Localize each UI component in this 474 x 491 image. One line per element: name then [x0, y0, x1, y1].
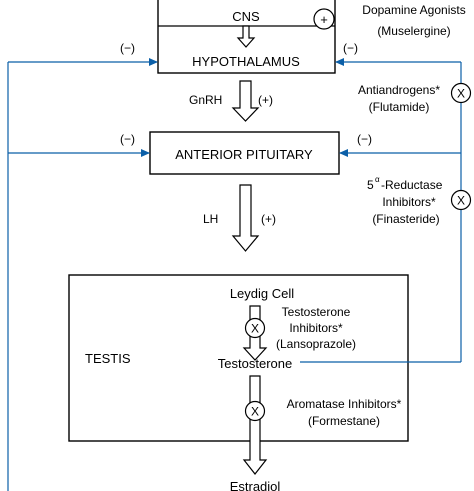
- antiandrogen-block-icon: [450, 82, 472, 104]
- lh-sign: (+): [261, 212, 276, 226]
- testis-label: TESTIS: [85, 351, 131, 366]
- reductase-block-icon: [450, 189, 472, 211]
- lh-arrow: [231, 184, 260, 252]
- reductase-block-symbol: X: [457, 194, 465, 208]
- left-feedback-hypothalamus-sign: (−): [120, 41, 135, 55]
- lh-label: LH: [203, 212, 218, 226]
- hypothalamus-label: HYPOTHALAMUS: [192, 54, 300, 69]
- cns-to-hypothalamus-arrow: [236, 25, 256, 48]
- antiandrogens-drug: (Flutamide): [369, 100, 430, 114]
- testosterone-inhibitors-drug: (Lansoprazole): [276, 337, 356, 351]
- aromatase-inhibitors-drug: (Formestane): [308, 414, 380, 428]
- right-feedback-pituitary-sign: (−): [357, 132, 372, 146]
- testosterone-to-estradiol-arrow: [242, 375, 268, 475]
- dopamine-agonists-drug: (Muselergine): [377, 24, 450, 38]
- gnrh-label: GnRH: [189, 93, 222, 107]
- plus-symbol: +: [320, 12, 328, 27]
- reductase-label: -Reductase: [381, 178, 443, 192]
- aromatase-block-symbol: X: [251, 405, 259, 419]
- cns-label: CNS: [232, 9, 260, 24]
- reductase-5: 5: [367, 178, 374, 192]
- testis-box: [68, 274, 409, 442]
- testosterone-block-icon: [244, 317, 266, 339]
- antiandrogens-label: Antiandrogens*: [358, 83, 440, 97]
- gnrh-arrow: [231, 80, 260, 122]
- aromatase-block-icon: [244, 400, 266, 422]
- dopamine-agonists-label: Dopamine Agonists: [362, 3, 465, 17]
- right-feedback-hypothalamus-sign: (−): [343, 41, 358, 55]
- anterior-pituitary-label: ANTERIOR PITUITARY: [175, 147, 313, 162]
- testosterone-inhibitors-line2: Inhibitors*: [289, 321, 343, 335]
- estradiol-label: Estradiol: [230, 479, 281, 491]
- testosterone-inhibitors-line1: Testosterone: [282, 305, 351, 319]
- reductase-inhibitors-drug: (Finasteride): [372, 212, 439, 226]
- gnrh-sign: (+): [258, 93, 273, 107]
- leydig-cell-label: Leydig Cell: [230, 286, 294, 301]
- reductase-alpha-superscript: α: [375, 175, 380, 184]
- reductase-inhibitors-label: Inhibitors*: [382, 195, 436, 209]
- aromatase-inhibitors-label: Aromatase Inhibitors*: [287, 397, 402, 411]
- plus-circle-icon: [313, 8, 335, 30]
- testosterone-block-symbol: X: [251, 322, 259, 336]
- antiandrogen-block-symbol: X: [457, 87, 465, 101]
- left-feedback-pituitary-sign: (−): [120, 132, 135, 146]
- testosterone-label: Testosterone: [218, 356, 292, 371]
